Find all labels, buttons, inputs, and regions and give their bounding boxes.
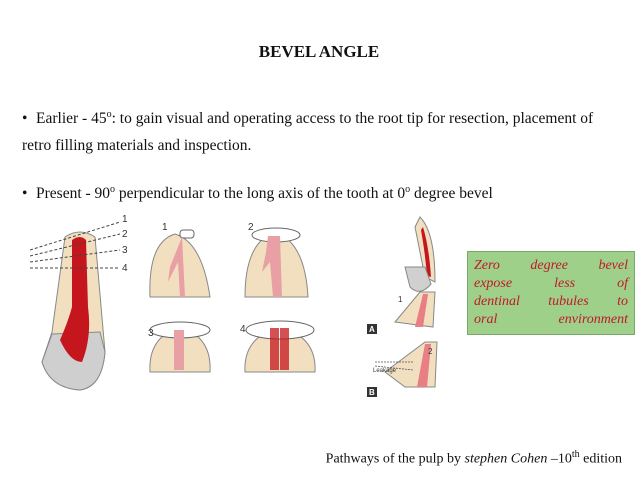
citation-author: stephen Cohen: [464, 451, 548, 467]
panel-label-2: 2: [248, 222, 254, 233]
cross-section-3: 3: [148, 321, 211, 373]
tooth-diagram: [41, 231, 106, 391]
bullet-earlier-text: : to gain visual and operating access to…: [22, 110, 594, 155]
bullet-earlier: • Earlier - 45o: to gain visual and opera…: [22, 101, 612, 159]
bevel-label-1: 1: [122, 214, 128, 225]
bevel-label-4: 4: [122, 263, 128, 274]
bullet-present-mid: perpendicular to the long axis of the to…: [115, 185, 406, 203]
callout-line-3: dentinal tubules to: [474, 294, 628, 309]
degree-sup: o: [110, 184, 116, 195]
bullet-earlier-pre: Earlier - 45: [36, 110, 107, 128]
bevel-label-2: 2: [122, 229, 128, 240]
degree-sup: o: [106, 109, 112, 120]
citation-mid: –10: [547, 451, 572, 467]
bullet-dot: •: [22, 185, 28, 203]
panel-a-label: A: [369, 325, 375, 334]
degree-sup-2: o: [405, 184, 411, 195]
leakage-label: Leakage: [373, 368, 397, 374]
bevel-lines: [30, 221, 121, 269]
bevel-leakage-figure: 1 A 2 Leakage B: [367, 216, 438, 397]
citation-post: edition: [579, 451, 622, 467]
slide-title: BEVEL ANGLE: [258, 42, 380, 61]
bevel-panel-b: 2 Leakage B: [367, 341, 438, 397]
callout-line-2: expose less of: [474, 276, 628, 291]
callout-line-4: oral environment: [474, 312, 628, 327]
bullet-present: •Present - 90o perpendicular to the long…: [22, 176, 612, 207]
bullet-present-text: degree bevel: [410, 185, 493, 203]
panel-label-4: 4: [240, 324, 246, 335]
tooth-with-bevel: [404, 216, 436, 292]
bullet-dot: •: [22, 110, 28, 128]
cross-section-2: 2: [244, 222, 309, 298]
root-resection-figure: 1 2 3 4 1 2 3 4: [30, 214, 316, 391]
panel-b-label: B: [369, 388, 375, 397]
panel-label-1: 1: [162, 222, 168, 233]
citation-pre: Pathways of the pulp by: [325, 451, 465, 467]
panel-label-3: 3: [148, 328, 154, 339]
citation-sup: th: [571, 449, 580, 460]
cross-section-1: 1: [149, 222, 211, 298]
callout-box: Zero degree bevel expose less of dentina…: [467, 251, 635, 335]
bevel-num-2: 2: [428, 347, 433, 356]
bullet-present-pre: Present - 90: [36, 185, 111, 203]
bevel-label-3: 3: [122, 245, 128, 256]
bevel-num-1: 1: [398, 295, 403, 304]
citation: Pathways of the pulp by stephen Cohen –1…: [326, 449, 622, 468]
cross-section-4: 4: [240, 320, 316, 373]
callout-line-1: Zero degree bevel: [474, 258, 628, 273]
bevel-panel-a: 1 A: [367, 291, 436, 334]
